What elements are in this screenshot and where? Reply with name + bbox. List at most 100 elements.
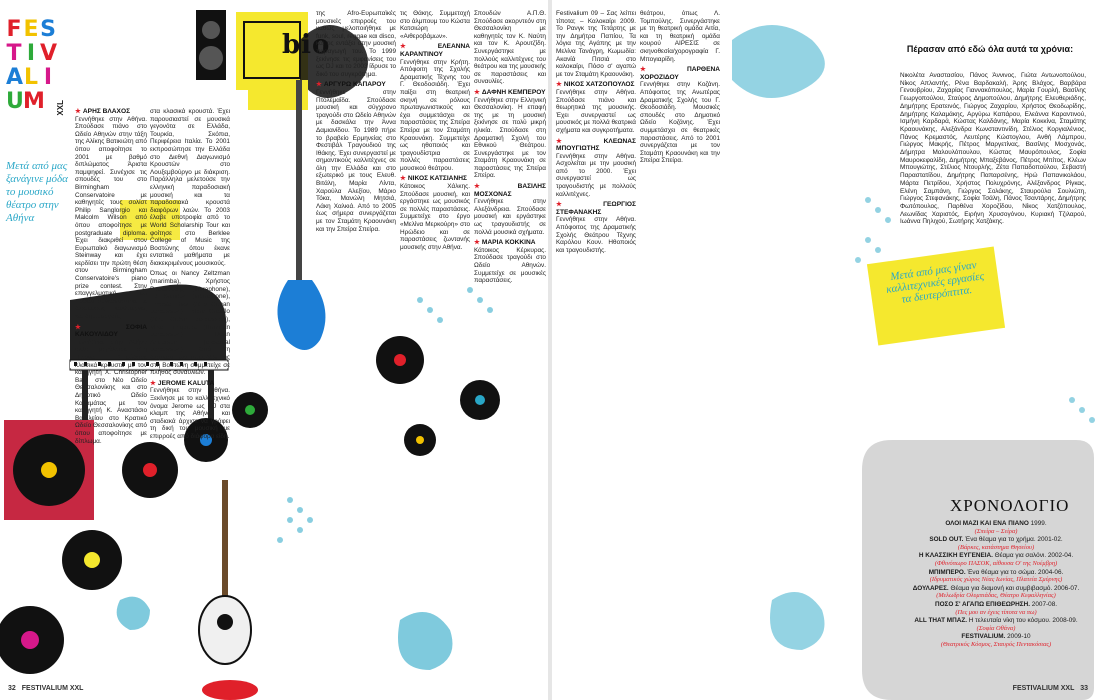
- star-icon: ★: [75, 108, 81, 115]
- star-icon: ★: [400, 175, 406, 183]
- bio-text: Γεννήθηκε στην Κοζάνη. Απόφοιτος της Ανω…: [640, 81, 720, 165]
- bio-text: Festivalium 09 – Σας λείπει τίποτα; – Κα…: [556, 10, 636, 78]
- bio-text: Γεννήθηκε στην Κρήτη. Απόφοιτη της Σχολή…: [400, 58, 470, 172]
- bio-text: Σπουδών Α.Π.Θ. Σπούδασε ακορντεόν στη Θε…: [474, 10, 546, 86]
- logo-letter: S: [40, 17, 57, 42]
- bio-text: Γεννήθηκε στην Αθήνα. Σπούδασε πιάνο και…: [556, 88, 636, 134]
- bio-text: Γεννήθηκε στην Πτολεμαΐδα. Σπούδασε μουσ…: [316, 88, 396, 233]
- star-icon: ★: [556, 137, 602, 145]
- bio-text: Κάτοικος Χάλκης. Σπούδασε μουσική, και ε…: [400, 183, 470, 251]
- star-icon: ★: [556, 201, 602, 209]
- bio-name: ★ΠΑΡΘΕΝΑ ΧΟΡΟΖΙΔΟΥ: [640, 66, 720, 81]
- logo-letter: T: [6, 41, 23, 66]
- star-icon: ★: [556, 81, 562, 89]
- chronology-item: ΟΛΟΙ ΜΑΖΙ ΚΑΙ ΕΝΑ ΠΙΑΝΟ 1999.(Σπείρα – Σ…: [945, 520, 1047, 535]
- logo-letter: I: [26, 41, 37, 66]
- turntable-icon: [4, 420, 94, 520]
- bio-entry: θεάτρου, όπως Λ. Τομπούλης. Συνεργάστηκε…: [640, 10, 720, 63]
- bio-text: Γεννήθηκε στην Αθήνα. Σπούδασε πιάνο στο…: [75, 115, 147, 321]
- bio-name: ★ΚΛΕΩΝΑΣ ΜΠΟΥΓΙΩΤΗΣ: [556, 137, 636, 153]
- bio-name: ★ΝΙΚΟΣ ΚΑΤΣΙΑΝΗΣ: [400, 175, 467, 183]
- gutter: [548, 0, 552, 700]
- bio-name: ★ΝΙΚΟΣ ΧΑΤΖΟΠΟΥΛΟΣ: [556, 81, 635, 89]
- page-folio: 32 FESTIVALIUM XXL: [8, 685, 83, 692]
- drum-icon: [202, 680, 258, 700]
- sidebar-title: Πέρασαν από εδώ όλα αυτά τα χρόνια:: [906, 44, 1074, 54]
- bio-text: τις Θάκης. Συμμετοχή στο άλμπουμ του Κώσ…: [400, 10, 470, 40]
- music-collage-illustration: [0, 10, 500, 700]
- logo-letter: V: [40, 41, 59, 66]
- bio-entry: τις Θάκης. Συμμετοχή στο άλμπουμ του Κώσ…: [400, 10, 470, 40]
- chronology-item: ΜΠΙΜΠΕΡΟ. Ένα θέαμα για το σώμα. 2004-06…: [928, 568, 1064, 584]
- bio-name: ★JEROME KALUTA: [150, 379, 215, 387]
- bio-text: Γεννήθηκε στην Ελληνική Θεσσαλονίκη. Η ε…: [474, 96, 546, 180]
- star-icon: ★: [316, 81, 322, 89]
- chronology-item: ALL THAT ΜΠΑΖ. Η τελευταία νίκη του κόσμ…: [914, 617, 1078, 632]
- bio-entry: της Afro-Ευρωπαϊκές μουσικές επιρροές το…: [316, 10, 396, 78]
- folio-label: FESTIVALIUM XXL: [1012, 685, 1075, 692]
- star-icon: ★: [150, 379, 156, 387]
- right-page-art: [732, 25, 1095, 700]
- electric-guitar-icon: [277, 80, 326, 350]
- right-tagline: Μετά από μας γίναν καλλιτεχνικές εργασίε…: [885, 259, 985, 306]
- bio-name: ★ΑΡΓΥΡΩ ΚΑΠΑΡΟΥ: [316, 81, 386, 89]
- bio-name: ★ΜΑΡΙΑ ΚΟΚΚΙΝΑ: [474, 239, 536, 247]
- keyboard-icon: [70, 362, 228, 368]
- logo-letter: M: [23, 89, 46, 114]
- bio-text: της Afro-Ευρωπαϊκές μουσικές επιρροές το…: [316, 10, 396, 78]
- grey-frame-shape: [862, 440, 1094, 700]
- bio-name: ★ΓΕΩΡΓΙΟΣ ΣΤΕΦΑΝΑΚΗΣ: [556, 201, 636, 216]
- chronology-item: SOLD OUT. Ένα θέαμα για το χρήμα. 2001-0…: [929, 536, 1063, 551]
- halftone-pattern: [277, 287, 493, 543]
- logo-letter: I: [43, 65, 54, 90]
- bio-text: Γεννήθηκε στην Αθήνα αλλά μεγάλωσε στη Β…: [75, 338, 147, 445]
- left-tagline: Μετά από μας ξανάγινε μόδα το μουσικό θέ…: [6, 160, 68, 224]
- right-page: Festivalium 09 – Σας λείπει τίποτα; – Κα…: [552, 0, 1100, 700]
- bio-entry: στα κλασικά κρουστά. Έχει παρουσιαστεί σ…: [150, 108, 230, 267]
- star-icon: ★: [474, 183, 516, 191]
- star-icon: ★: [75, 323, 124, 331]
- chronology-item: ΔΟΥΛΑΡΕΣ. Θέαμα για διαμονή και συμβιβασ…: [912, 584, 1080, 600]
- chronology-title: ΧΡΟΝΟΛΟΓΙΟ: [950, 496, 1070, 515]
- bio-name: ★ΑΡΗΣ ΒΛΑΧΟΣ: [75, 108, 131, 115]
- bio-text: Γεννήθηκε στην Αθήνα. Ασχολείται με την …: [556, 152, 636, 198]
- folio-label: FESTIVALIUM XXL: [21, 685, 84, 692]
- column-5: Σπουδών Α.Π.Θ. Σπούδασε ακορντεόν στη Θε…: [474, 10, 546, 690]
- logo-letter: A: [6, 65, 25, 90]
- star-icon: ★: [640, 66, 686, 74]
- bio-text: στα κλασικά κρουστά. Έχει παρουσιαστεί σ…: [150, 108, 230, 267]
- grand-piano-icon: [70, 284, 227, 370]
- bio-text: Γεννήθηκε στην Αλεξάνδρεια. Σπούδασε μου…: [474, 198, 546, 236]
- logo-row: FES: [6, 18, 66, 42]
- column-4: τις Θάκης. Συμμετοχή στο άλμπουμ του Κώσ…: [400, 10, 470, 690]
- chronology-item: ΠΟΣΟ Σ' ΑΓΑΠΩ ΕΠΙΘΕΩΡΗΣΗ. 2007-08.(Πες μ…: [934, 600, 1058, 616]
- column-3: της Afro-Ευρωπαϊκές μουσικές επιρροές το…: [316, 10, 396, 690]
- bio-text: Γεννήθηκε στην Αθήνα. Ξεκίνησε με το καλ…: [150, 387, 230, 440]
- star-icon: ★: [474, 88, 480, 96]
- star-icon: ★: [474, 239, 480, 247]
- bio-entry: Festivalium 09 – Σας λείπει τίποτα; – Κα…: [556, 10, 636, 78]
- logo-letter: E: [23, 17, 40, 42]
- bio-name: ★ΒΑΣΙΛΗΣ ΜΟΣΧΟΝΑΣ: [474, 183, 546, 198]
- vinyl-record-icon: [0, 336, 500, 674]
- logo-row: UM: [6, 90, 66, 114]
- chronology-item: Η ΚΛΑΣΣΙΚΗ ΕΥΓΕΝΕΙΑ. Θέαμα για σαλόνι. 2…: [918, 552, 1074, 567]
- halftone-pattern: [855, 197, 1095, 423]
- page-number: 32: [8, 685, 16, 692]
- bio-name: ★ΣΟΦΙΑ ΚΑΚΟΥΛΙΔΟΥ: [75, 323, 147, 339]
- star-icon: ★: [400, 43, 436, 51]
- column-2: στα κλασικά κρουστά. Έχει παρουσιαστεί σ…: [150, 108, 230, 688]
- ink-splash-icon: [300, 25, 368, 98]
